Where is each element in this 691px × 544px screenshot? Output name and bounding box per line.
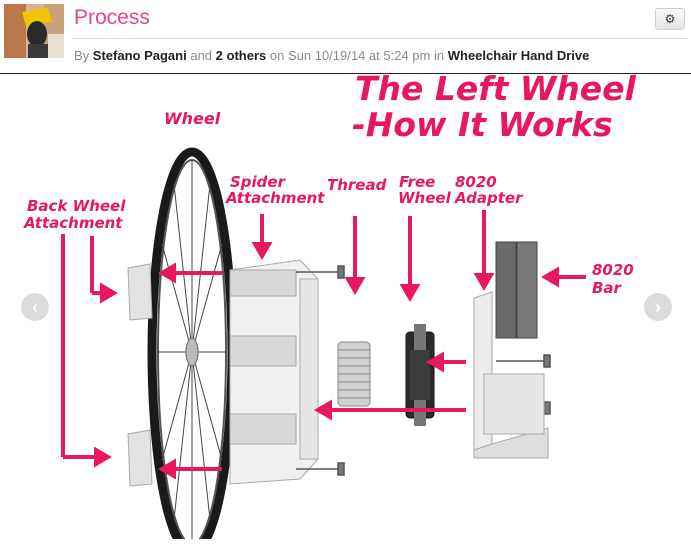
label-bar-line2: Bar [592,279,623,297]
meta-on: on [269,48,285,63]
diagram-heading-line1: The Left Wheel [355,74,637,108]
meta-by: By [74,48,90,63]
author-link[interactable]: Stefano Pagani [92,48,187,63]
label-wheel: Wheel [164,109,221,128]
meta-and: and [190,48,213,63]
label-spider-line2: Attachment [225,189,325,207]
label-bar-line1: 8020 [592,261,634,279]
label-adapter-line1: 8020 [455,173,497,191]
avatar[interactable] [4,4,64,58]
label-back-wheel-line2: Attachment [23,214,123,232]
carousel-next-button[interactable]: › [644,293,672,321]
avatar-image [4,4,64,58]
8020-adapter-part [473,291,549,459]
label-back-wheel-line1: Back Wheel [27,197,126,215]
diagram-heading-line2: -How It Works [352,105,613,144]
spider-attachment-part [229,259,319,485]
chevron-left-icon: ‹ [32,296,38,317]
wheel-part [147,147,237,544]
free-wheel-part [405,324,435,426]
title-divider [72,38,687,39]
slide-image: The Left Wheel -How It Works [0,69,691,544]
gear-icon: ⚙ [664,12,676,26]
carousel-prev-button[interactable]: ‹ [21,293,49,321]
post-header: Process By Stefano Pagani and 2 others o… [0,0,691,74]
label-thread: Thread [327,176,387,194]
project-link[interactable]: Wheelchair Hand Drive [447,48,590,63]
others-link[interactable]: 2 others [215,48,267,63]
diagram-arrows [61,210,586,480]
settings-button[interactable]: ⚙ [655,8,685,30]
thread-part [337,341,371,407]
page-title[interactable]: Process [74,6,150,29]
label-free-wheel-line2: Wheel [398,189,452,207]
label-adapter-line2: Adapter [454,189,524,207]
8020-bar-part [495,241,538,339]
post-date: Sun 10/19/14 at 5:24 pm [287,48,431,63]
label-free-wheel-line1: Free [399,173,435,191]
back-wheel-attachment-part [127,263,153,487]
post-meta: By Stefano Pagani and 2 others on Sun 10… [74,48,589,63]
left-wheel-diagram: The Left Wheel -How It Works [23,69,637,544]
meta-in: in [433,48,445,63]
chevron-right-icon: › [655,296,661,317]
label-spider-line1: Spider [230,173,287,191]
